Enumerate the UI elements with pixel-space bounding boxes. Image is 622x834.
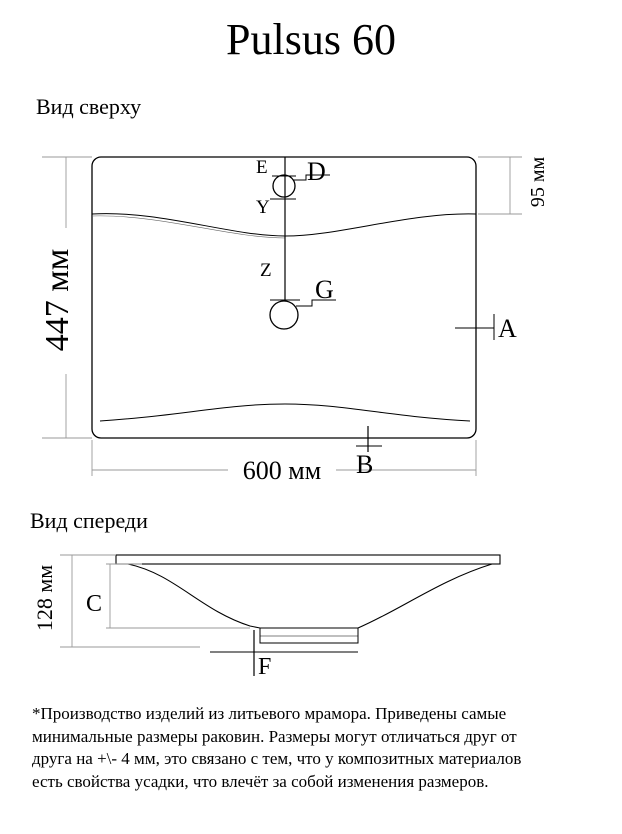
page-title: Pulsus 60 [226, 15, 396, 64]
marker-a: A [498, 314, 517, 343]
marker-e: E [256, 157, 268, 178]
front-view-label: Вид спереди [30, 508, 148, 533]
edge-dimension-label: 95 мм [527, 157, 549, 208]
depth-dimension-label: 447 мм [39, 249, 76, 352]
marker-y: Y [256, 197, 270, 218]
footnote-line: минимальные размеры раковин. Размеры мог… [32, 726, 517, 746]
front-ledge-curve [99, 403, 471, 422]
top-view-label: Вид сверху [36, 94, 142, 119]
front-slab [115, 554, 501, 565]
footnote-line: *Производство изделий из литьевого мрамо… [32, 704, 507, 723]
front-view-dimensions [60, 554, 250, 648]
top-view-dimensions [42, 156, 522, 476]
footnote-line: друга на +\- 4 мм, это связано с тем, чт… [32, 749, 522, 768]
top-view [91, 156, 495, 452]
footnote: *Производство изделий из литьевого мрамо… [32, 703, 607, 793]
width-dimension-label: 600 мм [243, 456, 321, 485]
marker-f: F [258, 654, 271, 680]
g-leader [296, 299, 336, 307]
tap-hole-circle [272, 174, 296, 198]
drain-hole-circle [269, 300, 299, 330]
bowl-profile [127, 563, 493, 629]
footnote-line: есть свойства усадки, что влечёт за собо… [32, 771, 489, 791]
marker-z: Z [260, 260, 272, 281]
basin-outline [91, 156, 477, 439]
marker-b: B [356, 450, 373, 479]
height-dimension-label: 128 мм [32, 565, 57, 631]
back-ledge-curve [91, 213, 477, 237]
front-view [115, 554, 501, 676]
marker-d: D [307, 157, 326, 186]
marker-c: C [86, 591, 102, 617]
marker-g: G [315, 275, 334, 304]
drain-foot [259, 627, 359, 644]
d-leader [293, 174, 330, 181]
